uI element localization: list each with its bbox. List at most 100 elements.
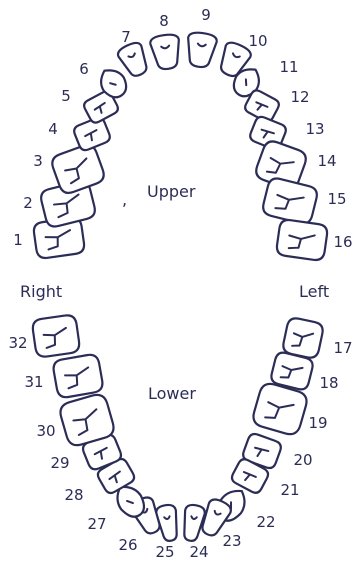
- tooth-30-number: 30: [36, 422, 55, 440]
- tooth-28[interactable]: [96, 457, 137, 496]
- tooth-31[interactable]: [52, 353, 104, 399]
- tooth-23-groove: [213, 509, 222, 516]
- tooth-3-number: 3: [33, 152, 43, 170]
- lower-arch-label: Lower: [148, 384, 196, 403]
- tooth-21[interactable]: [230, 457, 270, 495]
- tooth-18-groove: [279, 365, 304, 379]
- tooth-11-number: 11: [279, 58, 298, 76]
- tooth-25-outline: [155, 503, 178, 542]
- tooth-14-number: 14: [317, 152, 336, 170]
- tooth-9-groove: [196, 42, 207, 48]
- tooth-15[interactable]: [261, 177, 319, 226]
- tooth-16[interactable]: [275, 218, 329, 262]
- tooth-8-outline: [149, 33, 180, 71]
- tooth-24-number: 24: [189, 543, 208, 561]
- tooth-32-number: 32: [8, 334, 27, 352]
- tooth-18-outline: [270, 351, 314, 391]
- tooth-32[interactable]: [31, 314, 81, 358]
- tooth-28-groove: [108, 470, 121, 484]
- tooth-28-number: 28: [64, 486, 83, 504]
- tooth-32-outline: [31, 314, 81, 358]
- tooth-31-groove: [64, 366, 90, 390]
- tooth-10-groove: [231, 52, 241, 59]
- tooth-20[interactable]: [241, 432, 283, 470]
- tooth-2[interactable]: [39, 180, 97, 229]
- tooth-15-number: 15: [327, 190, 346, 208]
- tooth-29[interactable]: [81, 433, 123, 472]
- tooth-12-groove: [255, 101, 269, 111]
- tooth-6-number: 6: [79, 60, 89, 78]
- tooth-7-groove: [127, 52, 136, 59]
- tooth-5-groove: [93, 101, 106, 114]
- tooth-22-number: 22: [256, 513, 275, 531]
- tooth-17-groove: [291, 332, 315, 347]
- tooth-21-groove: [242, 471, 257, 482]
- tooth-8-number: 8: [159, 12, 169, 30]
- tooth-7[interactable]: [116, 40, 152, 80]
- tooth-28-outline: [96, 457, 136, 495]
- tooth-25[interactable]: [155, 503, 181, 543]
- tooth-24-groove: [190, 515, 198, 521]
- tooth-6[interactable]: [95, 64, 132, 102]
- tooth-11[interactable]: [229, 63, 266, 101]
- tooth-9-number: 9: [201, 6, 211, 24]
- tooth-12-number: 12: [290, 88, 309, 106]
- tooth-1-number: 1: [13, 231, 23, 249]
- tooth-1[interactable]: [32, 216, 86, 260]
- tooth-8-groove: [160, 44, 171, 50]
- tooth-31-outline: [52, 353, 104, 399]
- tooth-19-groove: [264, 401, 295, 419]
- tooth-5-number: 5: [61, 87, 71, 105]
- tooth-27-number: 27: [87, 515, 106, 533]
- tooth-20-outline: [242, 432, 282, 470]
- tooth-14-groove: [265, 157, 295, 174]
- tooth-24[interactable]: [180, 503, 206, 543]
- tooth-8[interactable]: [149, 33, 182, 71]
- tooth-23[interactable]: [197, 497, 233, 540]
- tooth-18-number: 18: [319, 374, 338, 392]
- tooth-27[interactable]: [110, 480, 149, 522]
- tooth-10-number: 10: [248, 32, 267, 50]
- tooth-15-groove: [274, 193, 305, 210]
- tooth-27-groove: [126, 499, 134, 505]
- teeth-layer: [31, 31, 329, 543]
- tooth-30-groove: [72, 408, 98, 436]
- tooth-16-groove: [287, 234, 316, 250]
- tooth-9[interactable]: [184, 31, 218, 69]
- tooth-2-number: 2: [23, 194, 33, 212]
- tooth-19[interactable]: [251, 381, 309, 437]
- tooth-4-number: 4: [48, 120, 58, 138]
- tooth-31-number: 31: [24, 373, 43, 391]
- tooth-17-number: 17: [333, 339, 352, 357]
- tooth-1-groove: [44, 229, 72, 251]
- tooth-25-groove: [163, 515, 171, 521]
- tooth-11-groove: [244, 78, 248, 87]
- tooth-26-number: 26: [118, 536, 137, 554]
- tooth-20-groove: [254, 446, 270, 458]
- tooth-13-groove: [260, 128, 275, 139]
- tooth-2-groove: [52, 193, 80, 219]
- tooth-6-groove: [109, 82, 117, 86]
- left-side-label: Left: [299, 282, 329, 301]
- tooth-30[interactable]: [58, 392, 116, 448]
- tooth-23-outline: [201, 498, 232, 537]
- tooth-19-number: 19: [308, 414, 327, 432]
- stray-mark: ,: [122, 190, 127, 209]
- tooth-24-outline: [183, 503, 206, 542]
- tooth-7-number: 7: [121, 28, 131, 46]
- tooth-21-outline: [230, 458, 270, 494]
- tooth-16-number: 16: [333, 233, 352, 251]
- upper-arch-label: Upper: [147, 182, 196, 201]
- tooth-20-number: 20: [293, 451, 312, 469]
- tooth-29-groove: [93, 446, 108, 460]
- tooth-13-number: 13: [305, 120, 324, 138]
- tooth-30-outline: [59, 393, 115, 447]
- tooth-9-outline: [187, 31, 218, 69]
- tooth-29-outline: [81, 433, 123, 471]
- tooth-19-outline: [252, 382, 308, 436]
- tooth-16-outline: [275, 218, 329, 262]
- tooth-7-outline: [116, 41, 148, 77]
- tooth-18[interactable]: [270, 351, 315, 391]
